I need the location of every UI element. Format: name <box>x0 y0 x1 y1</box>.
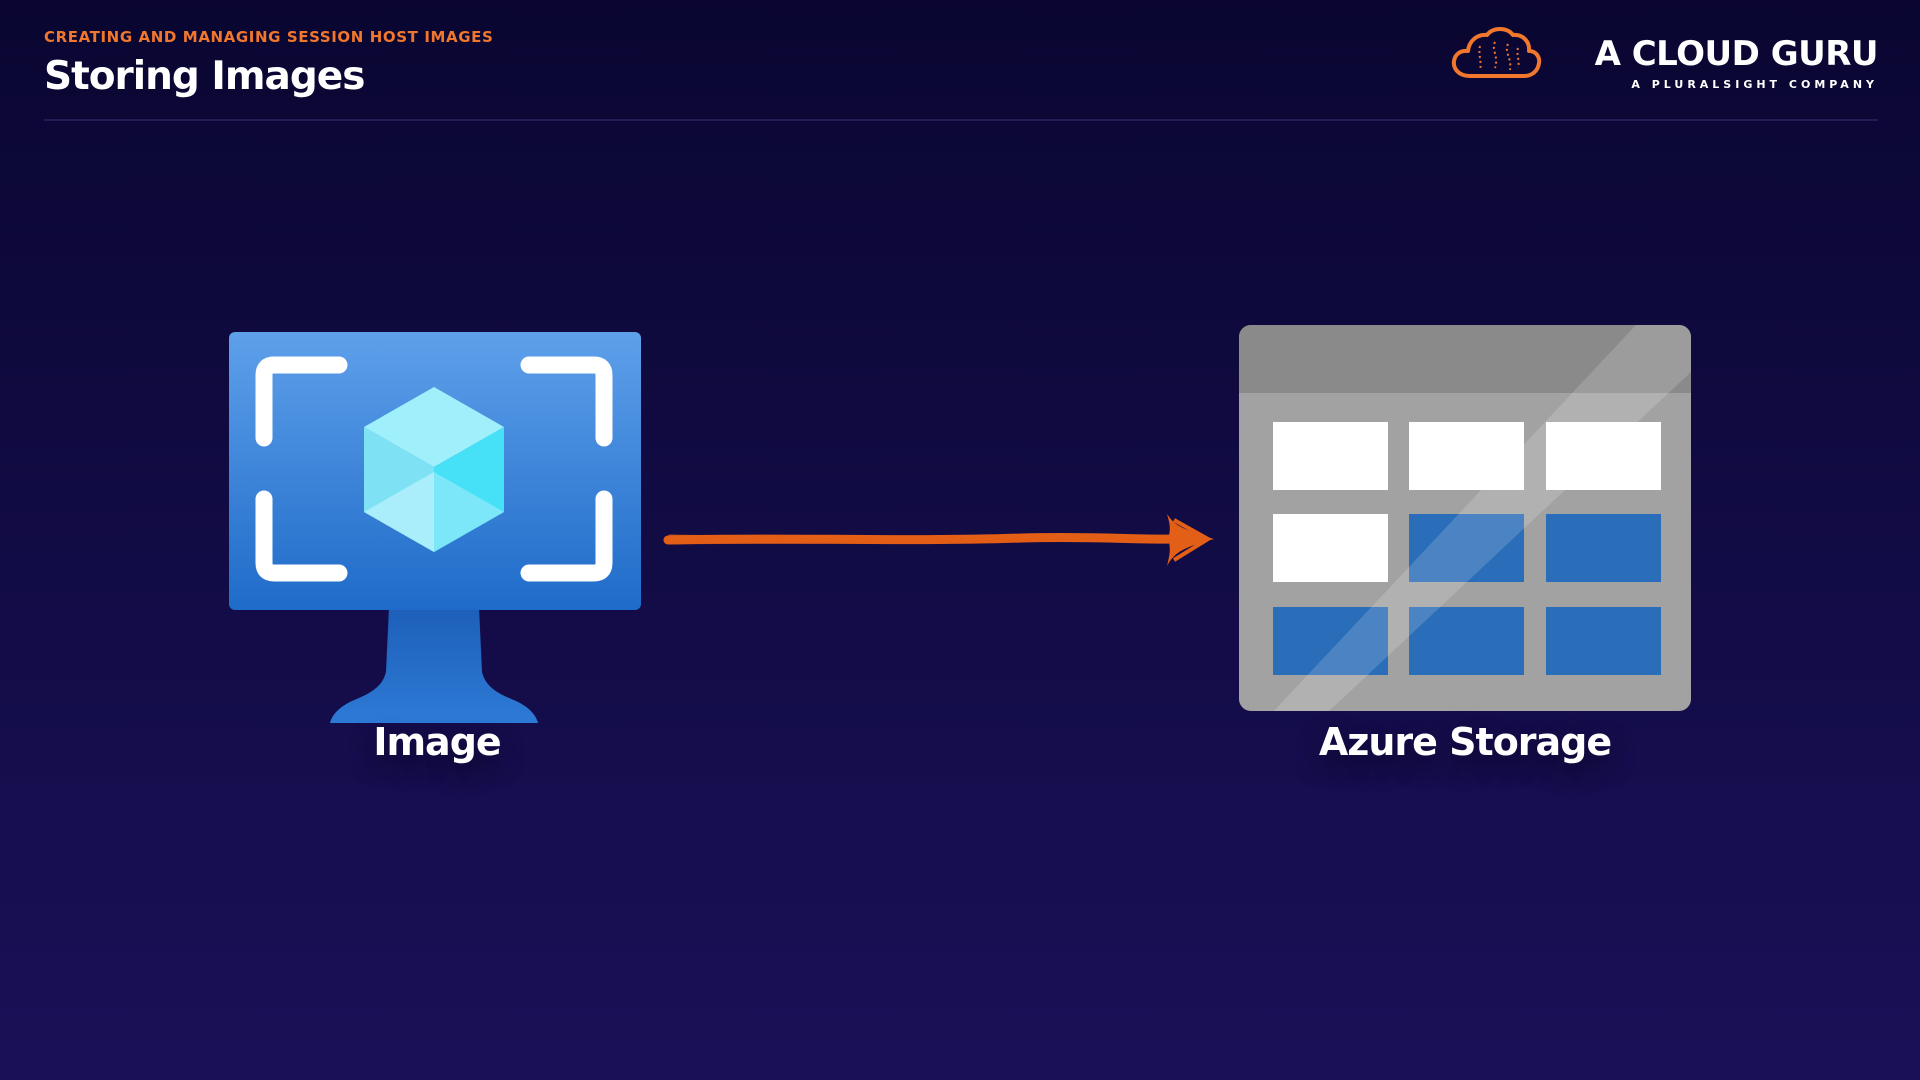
header-divider <box>44 119 1878 121</box>
brand-logo: A CLOUD GURU A PLURALSIGHT COMPANY <box>1450 24 1879 100</box>
arrow-right-icon <box>663 514 1214 566</box>
section-label: CREATING AND MANAGING SESSION HOST IMAGE… <box>44 28 494 46</box>
slide-header: CREATING AND MANAGING SESSION HOST IMAGE… <box>44 24 493 99</box>
vm-image-icon <box>229 332 641 723</box>
brand-name: A CLOUD GURU <box>1594 34 1879 74</box>
storage-table-icon <box>1239 325 1691 711</box>
source-node-label: Image <box>373 720 501 764</box>
cloud-logo-icon <box>1451 27 1542 78</box>
slide-title: Storing Images <box>44 54 365 99</box>
brand-tagline: A PLURALSIGHT COMPANY <box>1631 78 1878 91</box>
target-node-label: Azure Storage <box>1318 720 1612 764</box>
